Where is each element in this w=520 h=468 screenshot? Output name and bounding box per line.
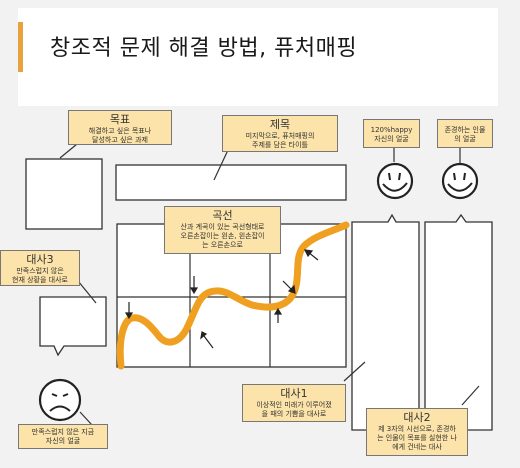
title-line1: 미지막으로, 퓨처매핑의 <box>245 132 315 140</box>
dialog3-line1: 만족스럽지 않은 <box>16 267 64 275</box>
title-accent-bar <box>18 22 23 72</box>
dialog1-callout: 대사1 이상적인 미래가 이루어졌 을 때의 기쁨을 대사로 <box>242 384 346 422</box>
dialog3-callout: 대사3 만족스럽지 않은 현재 상황을 대사로 <box>0 250 80 286</box>
dialog2-bubble <box>424 213 493 431</box>
orange-curve <box>116 221 350 370</box>
title-box <box>115 164 347 201</box>
dialog3-heading: 대사3 <box>26 253 54 266</box>
curve-line3: 는 오른손으로 <box>202 241 243 249</box>
curve-line2: 오른손잡이는 왼손, 왼손잡이 <box>180 232 265 240</box>
dialog3-line2: 현재 상황을 대사로 <box>12 276 68 284</box>
dialog2-connector <box>461 385 480 406</box>
unhappy-line1: 만족스럽지 않은 지금 <box>31 428 95 436</box>
happy-callout: 120%happy 자신의 얼굴 <box>363 119 420 148</box>
unhappy-line2: 자신의 얼굴 <box>45 437 81 445</box>
title-line2: 주제를 담은 타이틀 <box>252 141 308 149</box>
goal-box <box>25 158 103 230</box>
title-heading: 제목 <box>269 118 291 131</box>
goal-heading: 목표 <box>109 113 131 126</box>
curve-heading: 곡선 <box>212 209 233 222</box>
dialog1-heading: 대사1 <box>280 387 308 400</box>
happy-line2: 자신의 얼굴 <box>374 135 409 143</box>
dialog2-line1: 제 3자의 시선으로, 존경하 <box>378 425 456 433</box>
dialog2-heading: 대사2 <box>403 411 431 424</box>
dialog2-callout: 대사2 제 3자의 시선으로, 존경하 는 인물이 목표를 실현한 나 에게 건… <box>366 408 468 456</box>
respect-face-icon <box>441 162 479 200</box>
dialog3-bubble <box>39 296 107 357</box>
title-connector <box>213 149 229 181</box>
dialog2-line2: 는 인물이 목표를 실현한 나 <box>377 434 457 442</box>
curve-callout: 곡선 산과 계곡이 있는 곡선형태로 오른손잡이는 왼손, 왼손잡이 는 오른손… <box>164 206 281 254</box>
happy-line1: 120%happy <box>370 126 413 134</box>
respect-line1: 존경하는 인물 <box>444 126 486 134</box>
unhappy-connector <box>79 411 93 426</box>
dialog2-line3: 에게 건네는 대사 <box>392 443 442 451</box>
unhappy-face-icon <box>38 378 82 422</box>
title-callout: 제목 미지막으로, 퓨처매핑의 주제를 담은 타이틀 <box>222 115 338 152</box>
respect-callout: 존경하는 인물 의 얼굴 <box>437 119 493 148</box>
page-title: 창조적 문제 해결 방법, 퓨처매핑 <box>50 36 358 61</box>
dialog1-connector <box>343 361 366 382</box>
curve-arrows <box>124 249 319 349</box>
curve-line1: 산과 계곡이 있는 곡선형태로 <box>180 223 265 231</box>
goal-line1: 해결하고 싶은 목표나 <box>88 127 152 135</box>
dialog1-bubble <box>351 213 420 431</box>
dialog1-line2: 을 때의 기쁨을 대사로 <box>261 410 327 418</box>
dialog1-line1: 이상적인 미래가 이루어졌 <box>256 401 332 409</box>
respect-line2: 의 얼굴 <box>454 135 476 143</box>
goal-callout: 목표 해결하고 싶은 목표나 달성하고 싶은 과제 <box>68 110 172 145</box>
happy-face-icon <box>376 162 414 200</box>
goal-line2: 달성하고 싶은 과제 <box>92 136 148 144</box>
unhappy-callout: 만족스럽지 않은 지금 자신의 얼굴 <box>18 424 108 449</box>
title-card <box>18 8 498 106</box>
